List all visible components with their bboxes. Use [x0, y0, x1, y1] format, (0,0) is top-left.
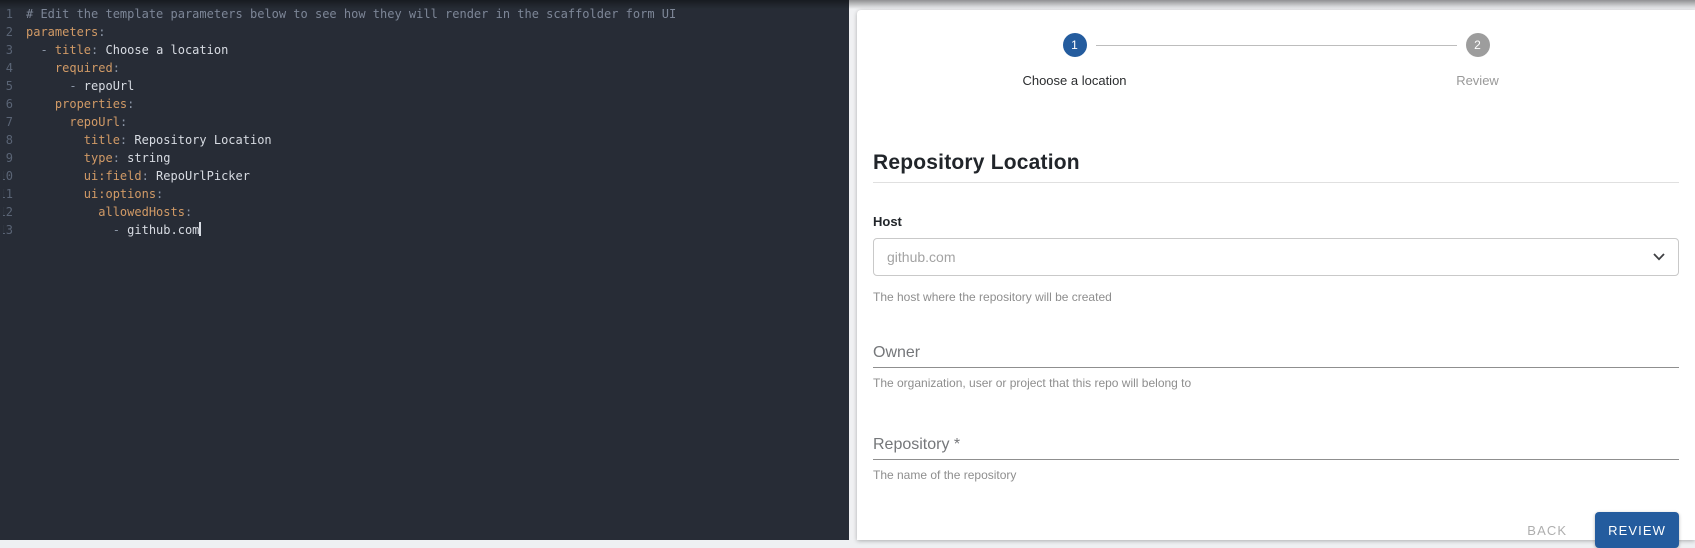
editor-line-list: 1 # Edit the template parameters below to… — [0, 5, 849, 239]
editor-line[interactable]: 13 - github.com — [0, 221, 849, 239]
code-text: repoUrl: — [69, 115, 128, 129]
host-select-value: github.com — [887, 249, 956, 265]
code-text: - github.com — [26, 222, 201, 237]
host-label: Host — [873, 214, 902, 229]
step-review[interactable]: 2 Review — [1276, 33, 1679, 88]
editor-line[interactable]: 6 properties: — [0, 95, 849, 113]
code-text: - repoUrl — [26, 79, 135, 93]
code-text: type: string — [83, 151, 171, 165]
line-number: 4 — [5, 61, 13, 75]
back-button[interactable]: BACK — [1519, 512, 1575, 548]
editor-line[interactable]: 1 # Edit the template parameters below to… — [0, 5, 849, 23]
template-yaml-editor[interactable]: 1 # Edit the template parameters below to… — [0, 0, 849, 540]
code-text: allowedHosts: — [98, 205, 193, 219]
host-select[interactable]: github.com — [873, 238, 1679, 276]
step-1-label: Choose a location — [1022, 73, 1127, 88]
chevron-down-icon — [1653, 253, 1665, 261]
editor-line[interactable]: 12 allowedHosts: — [0, 203, 849, 221]
owner-field: The organization, user or project that t… — [873, 344, 1679, 390]
editor-line[interactable]: 10 ui:field: RepoUrlPicker — [0, 167, 849, 185]
code-text: - title: Choose a location — [26, 43, 229, 57]
code-text: ui:field: RepoUrlPicker — [83, 169, 250, 183]
line-number: 3 — [5, 43, 13, 57]
editor-line[interactable]: 5 - repoUrl — [0, 77, 849, 95]
step-2-label: Review — [1456, 73, 1499, 88]
line-number: 13 — [3, 223, 13, 237]
owner-input[interactable] — [873, 344, 1679, 368]
step-choose-a-location[interactable]: 1 Choose a location — [873, 33, 1276, 88]
step-1-circle: 1 — [1062, 33, 1087, 57]
line-number: 7 — [5, 115, 13, 129]
editor-line[interactable]: 3 - title: Choose a location — [0, 41, 849, 59]
line-number: 9 — [5, 151, 13, 165]
editor-line[interactable]: 11 ui:options: — [0, 185, 849, 203]
editor-line[interactable]: 4 required: — [0, 59, 849, 77]
form-title: Repository Location — [873, 151, 1080, 174]
code-text: required: — [54, 61, 120, 75]
code-text: properties: — [54, 97, 135, 111]
repository-field: The name of the repository — [873, 436, 1679, 482]
line-number: 1 — [5, 7, 13, 21]
editor-line[interactable]: 9 type: string — [0, 149, 849, 167]
editor-line[interactable]: 8 title: Repository Location — [0, 131, 849, 149]
title-divider — [873, 182, 1679, 183]
step-2-circle: 2 — [1465, 33, 1490, 57]
text-cursor — [199, 222, 201, 236]
line-number: 10 — [3, 169, 13, 183]
scaffolder-form-card: 1 Choose a location 2 Review Repository … — [857, 10, 1695, 548]
line-number: 12 — [3, 205, 13, 219]
code-text: title: Repository Location — [83, 133, 272, 147]
line-number: 11 — [3, 187, 13, 201]
host-helper-text: The host where the repository will be cr… — [873, 290, 1112, 304]
stepper: 1 Choose a location 2 Review — [873, 10, 1679, 88]
line-number: 6 — [5, 97, 13, 111]
code-text: # Edit the template parameters below to … — [26, 7, 677, 21]
owner-helper-text: The organization, user or project that t… — [873, 376, 1192, 390]
code-text: parameters: — [26, 25, 106, 39]
review-button[interactable]: REVIEW — [1595, 512, 1679, 548]
form-actions: BACK REVIEW — [873, 512, 1679, 548]
code-text: ui:options: — [83, 187, 164, 201]
editor-line[interactable]: 2 parameters: — [0, 23, 849, 41]
form-preview-panel: 1 Choose a location 2 Review Repository … — [849, 0, 1695, 548]
stepper-connector — [1095, 45, 1457, 46]
line-number: 8 — [5, 133, 13, 147]
repository-helper-text: The name of the repository — [873, 468, 1017, 482]
repository-input[interactable] — [873, 436, 1679, 460]
line-number: 5 — [5, 79, 13, 93]
editor-line[interactable]: 7 repoUrl: — [0, 113, 849, 131]
line-number: 2 — [5, 25, 13, 39]
